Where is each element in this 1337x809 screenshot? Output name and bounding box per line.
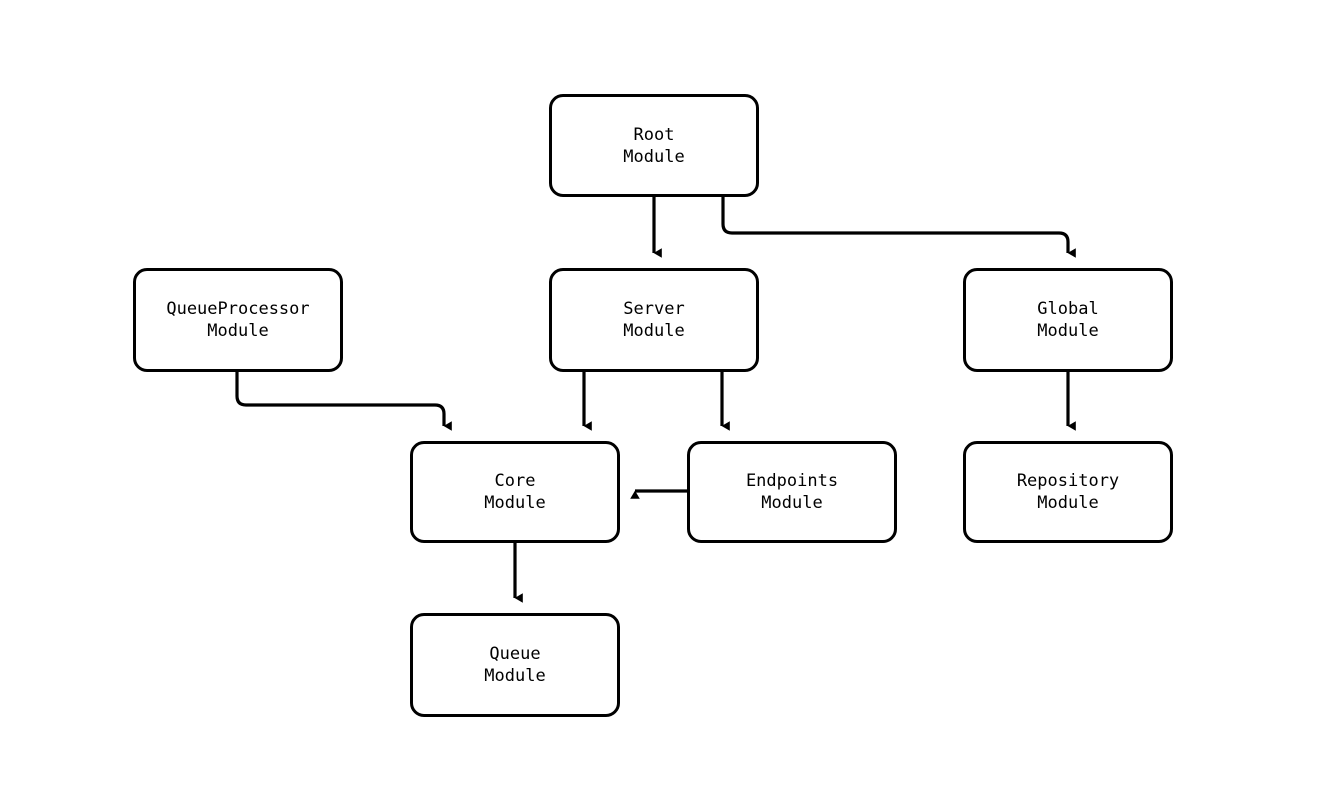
node-endpoints-module[interactable]: Endpoints Module <box>687 441 897 543</box>
node-global-module[interactable]: Global Module <box>963 268 1173 372</box>
node-core-module[interactable]: Core Module <box>410 441 620 543</box>
node-repository-module[interactable]: Repository Module <box>963 441 1173 543</box>
edge-root-to-global <box>721 197 1076 258</box>
node-core-module-label: Core Module <box>484 471 546 513</box>
node-server-module-label: Server Module <box>623 299 685 341</box>
node-endpoints-module-label: Endpoints Module <box>745 471 839 513</box>
node-queue-module-label: Queue Module <box>484 644 546 686</box>
node-queueprocessor-module-label: QueueProcessor Module <box>166 299 310 341</box>
node-repository-module-label: Repository Module <box>1016 471 1120 513</box>
node-server-module[interactable]: Server Module <box>549 268 759 372</box>
node-queueprocessor-module[interactable]: QueueProcessor Module <box>133 268 343 372</box>
node-root-module[interactable]: Root Module <box>549 94 759 197</box>
node-global-module-label: Global Module <box>1037 299 1099 341</box>
edge-queueprocessor-to-core <box>235 372 452 431</box>
node-root-module-label: Root Module <box>623 124 685 167</box>
node-queue-module[interactable]: Queue Module <box>410 613 620 717</box>
